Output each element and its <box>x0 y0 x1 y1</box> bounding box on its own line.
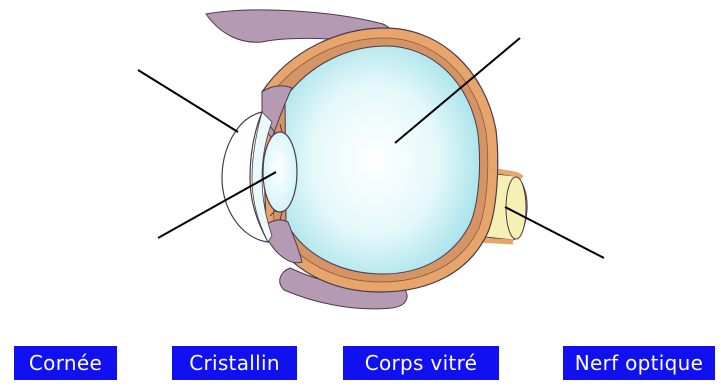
cristallin-label-button[interactable]: Cristallin <box>172 346 297 380</box>
eye-diagram <box>0 0 721 340</box>
cornee-label-button[interactable]: Cornée <box>14 346 117 380</box>
vitreous-body <box>285 46 480 274</box>
nerf-optique-label-button[interactable]: Nerf optique <box>563 346 715 380</box>
corps-vitre-label-button[interactable]: Corps vitré <box>343 346 499 380</box>
lens <box>263 132 297 212</box>
pointer-line-cornea <box>138 70 238 132</box>
